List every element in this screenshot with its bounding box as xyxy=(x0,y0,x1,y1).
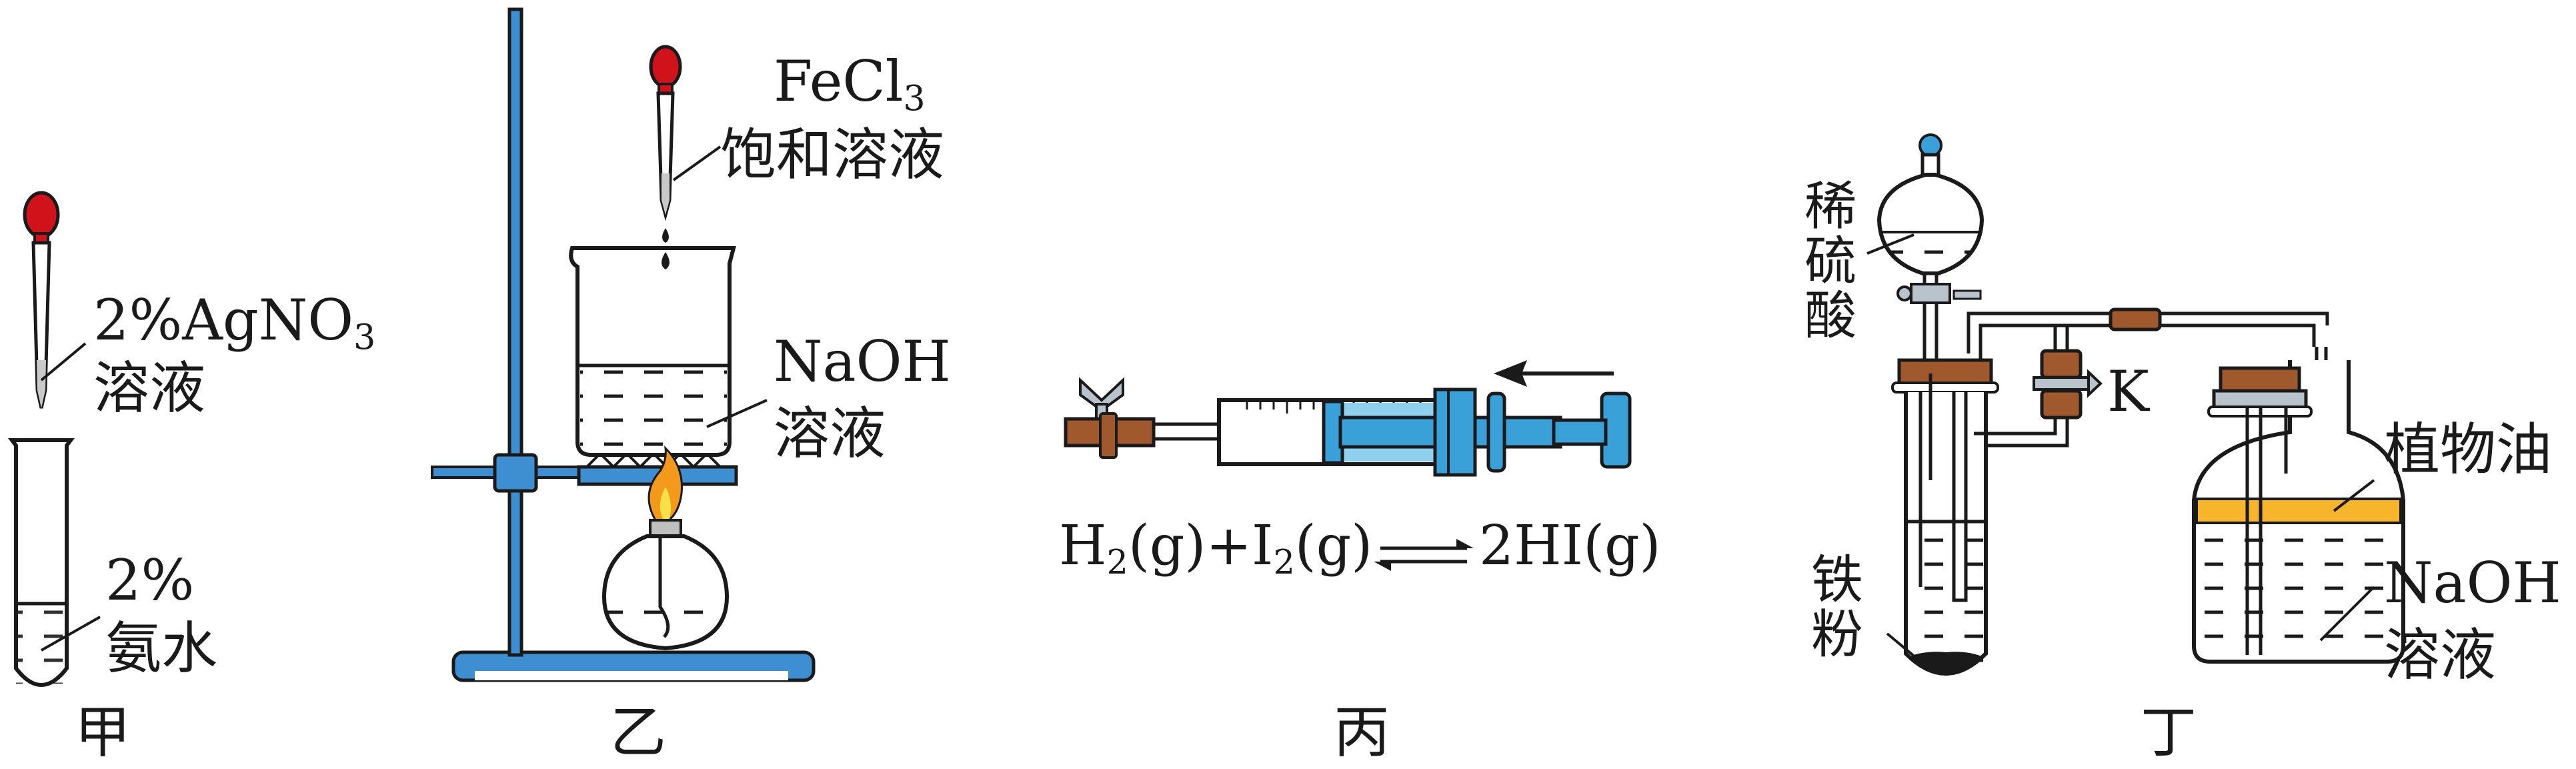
label-dilute-sulfuric-acid: 稀硫酸 xyxy=(1804,177,1856,346)
dropper-yi xyxy=(649,45,682,269)
leader-iron-powder xyxy=(1886,632,1928,668)
dropper-jia xyxy=(23,191,60,409)
caption-bing: 丙 xyxy=(1334,700,1390,765)
beaker-yi xyxy=(569,246,736,457)
label-stopcock-k: K xyxy=(2107,359,2149,424)
push-arrow-icon xyxy=(1494,360,1614,387)
separatory-funnel xyxy=(1876,133,1985,375)
label-naoh-bottle-line2: 溶液 xyxy=(2384,622,2497,688)
label-naoh-beaker: NaOH xyxy=(774,329,951,394)
panel-jia xyxy=(8,191,101,687)
label-agno3: 2%AgNO3 xyxy=(93,287,376,358)
caption-ding: 丁 xyxy=(2141,700,2197,765)
caption-jia: 甲 xyxy=(75,700,131,765)
label-ammonia-line2: 氨水 xyxy=(105,616,218,681)
leader-agno3 xyxy=(40,342,87,381)
leader-naoh-beaker xyxy=(706,399,768,428)
equilibrium-arrows-icon xyxy=(1374,539,1474,571)
equation-reactants: H2(g)+I2(g) xyxy=(1059,514,1373,582)
alcohol-lamp xyxy=(601,445,730,651)
connecting-tubes xyxy=(1967,307,2329,448)
label-ammonia: 2% xyxy=(105,548,195,613)
wing-clamp xyxy=(1064,377,1156,459)
large-test-tube xyxy=(1891,358,1999,676)
label-naoh-bottle: NaOH xyxy=(2384,550,2561,616)
leader-ammonia xyxy=(41,616,101,652)
label-fecl3-line2: 饱和溶液 xyxy=(720,122,945,187)
label-agno3-line2: 溶液 xyxy=(93,355,206,421)
test-tube-jia xyxy=(8,438,75,687)
label-vegetable-oil: 植物油 xyxy=(2384,417,2553,482)
label-iron-powder: 铁粉 xyxy=(1810,550,1863,665)
label-naoh-beaker-line2: 溶液 xyxy=(774,401,886,466)
leader-dilute-acid xyxy=(1866,233,1914,255)
iron-stand xyxy=(431,7,816,682)
panel-ding xyxy=(1866,133,2405,676)
equation-products: 2HI(g) xyxy=(1479,514,1661,578)
panel-yi xyxy=(431,7,816,682)
leader-oil xyxy=(2333,479,2375,512)
label-fecl3: FeCl3 xyxy=(774,49,926,119)
gas-bottle xyxy=(2192,360,2405,664)
leader-naoh-bottle xyxy=(2319,586,2375,642)
leader-fecl3 xyxy=(672,145,722,181)
caption-yi: 乙 xyxy=(610,700,667,765)
syringe xyxy=(1152,388,1632,477)
panel-bing xyxy=(1064,360,1632,571)
